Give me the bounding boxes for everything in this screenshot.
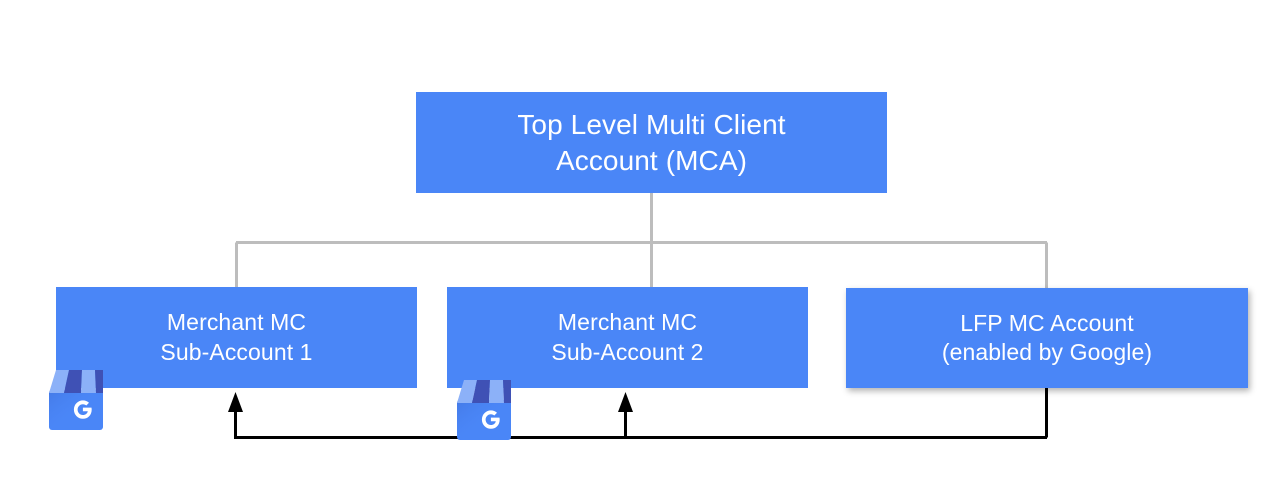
node-merchant-sub-account-1[interactable]: Merchant MC Sub-Account 1 xyxy=(56,287,417,388)
node-label-line1: Merchant MC xyxy=(166,309,307,336)
feedback-connector-group xyxy=(234,388,1048,439)
node-merchant-sub-account-2[interactable]: Merchant MC Sub-Account 2 xyxy=(447,287,808,388)
node-top-level-mca[interactable]: Top Level Multi Client Account (MCA) xyxy=(416,92,887,193)
node-label-line2: Account (MCA) xyxy=(555,144,748,176)
node-label-line2: Sub-Account 2 xyxy=(551,338,704,365)
node-label-group: Merchant MC Sub-Account 2 xyxy=(447,308,808,367)
node-label-line1: LFP MC Account xyxy=(960,309,1134,336)
google-g-glyph xyxy=(73,400,92,419)
google-g-glyph xyxy=(481,410,500,429)
node-lfp-mc-account[interactable]: LFP MC Account (enabled by Google) xyxy=(846,288,1248,388)
node-label-group: Merchant MC Sub-Account 1 xyxy=(56,308,417,367)
google-business-profile-icon xyxy=(457,380,511,440)
google-business-profile-icon xyxy=(49,370,103,430)
node-label-line2: Sub-Account 1 xyxy=(160,338,313,365)
node-label-line1: Merchant MC xyxy=(557,309,698,336)
arrowhead-to-sub1 xyxy=(228,392,243,412)
node-label-group: Top Level Multi Client Account (MCA) xyxy=(416,107,887,179)
feedback-arrowheads xyxy=(228,392,633,412)
node-label-line2: (enabled by Google) xyxy=(941,339,1153,365)
node-label-group: LFP MC Account (enabled by Google) xyxy=(846,309,1248,368)
arrowhead-to-sub2 xyxy=(618,392,633,412)
node-label-line1: Top Level Multi Client xyxy=(517,108,786,140)
tree-connector-group xyxy=(235,193,1048,289)
